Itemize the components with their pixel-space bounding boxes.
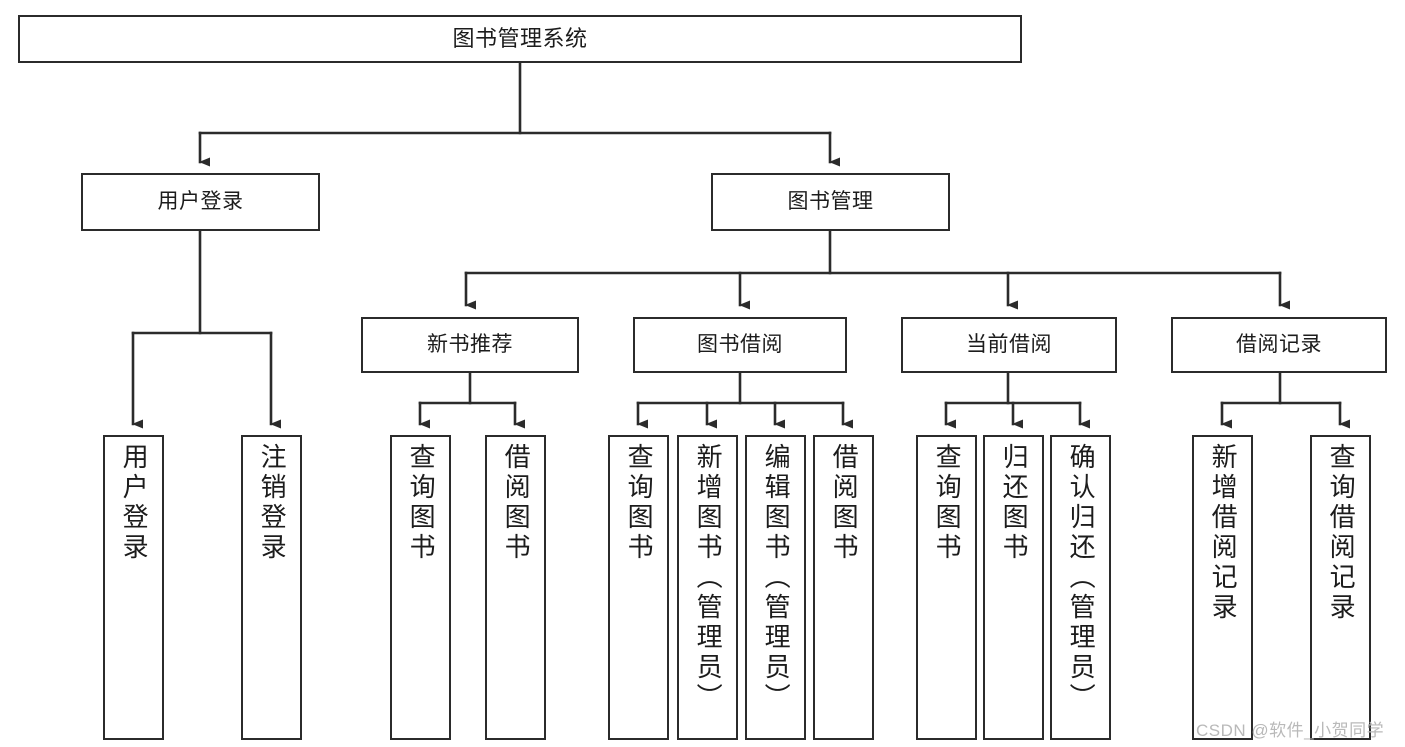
leaf-book-borrow-query-book[interactable]: 查询图书: [608, 435, 669, 740]
leaf-user-login-login[interactable]: 用户登录: [103, 435, 164, 740]
leaf-current-borrow-return-book[interactable]: 归还图书: [983, 435, 1044, 740]
node-label: 图书管理系统: [452, 26, 588, 52]
node-label: 查询图书: [932, 443, 963, 563]
node-label: 确认归还（管理员）: [1066, 443, 1097, 713]
node-label: 用户登录: [157, 189, 244, 213]
leaf-borrow-record-query-record[interactable]: 查询借阅记录: [1310, 435, 1371, 740]
node-label: 借阅记录: [1236, 332, 1322, 356]
node-label: 注销登录: [257, 443, 288, 563]
node-label: 图书管理: [787, 189, 874, 213]
node-borrow-record[interactable]: 借阅记录: [1171, 317, 1387, 373]
node-label: 用户登录: [119, 443, 150, 563]
node-label: 新增图书（管理员）: [693, 443, 724, 713]
node-root-book-management-system[interactable]: 图书管理系统: [18, 15, 1022, 63]
node-label: 查询图书: [406, 443, 437, 563]
node-user-login[interactable]: 用户登录: [81, 173, 320, 231]
leaf-current-borrow-query-book[interactable]: 查询图书: [916, 435, 977, 740]
node-label: 借阅图书: [501, 443, 532, 563]
node-label: 图书借阅: [697, 332, 783, 356]
node-book-management[interactable]: 图书管理: [711, 173, 950, 231]
node-current-borrow[interactable]: 当前借阅: [901, 317, 1117, 373]
leaf-new-book-query-book[interactable]: 查询图书: [390, 435, 451, 740]
leaf-book-borrow-add-book-admin[interactable]: 新增图书（管理员）: [677, 435, 738, 740]
node-new-book-recommend[interactable]: 新书推荐: [361, 317, 579, 373]
node-label: 查询图书: [624, 443, 655, 563]
node-label: 编辑图书（管理员）: [761, 443, 792, 713]
csdn-watermark: CSDN @软件_小贺同学: [1196, 721, 1385, 740]
node-label: 新增借阅记录: [1208, 443, 1239, 623]
node-label: 查询借阅记录: [1326, 443, 1357, 623]
node-book-borrow[interactable]: 图书借阅: [633, 317, 847, 373]
leaf-borrow-record-add-record[interactable]: 新增借阅记录: [1192, 435, 1253, 740]
leaf-new-book-borrow-book[interactable]: 借阅图书: [485, 435, 546, 740]
node-label: 新书推荐: [427, 332, 513, 356]
leaf-book-borrow-edit-book-admin[interactable]: 编辑图书（管理员）: [745, 435, 806, 740]
node-label: 当前借阅: [966, 332, 1052, 356]
leaf-book-borrow-borrow-book[interactable]: 借阅图书: [813, 435, 874, 740]
node-label: 归还图书: [999, 443, 1030, 563]
leaf-user-login-logout[interactable]: 注销登录: [241, 435, 302, 740]
node-label: 借阅图书: [829, 443, 860, 563]
leaf-current-borrow-confirm-return-admin[interactable]: 确认归还（管理员）: [1050, 435, 1111, 740]
